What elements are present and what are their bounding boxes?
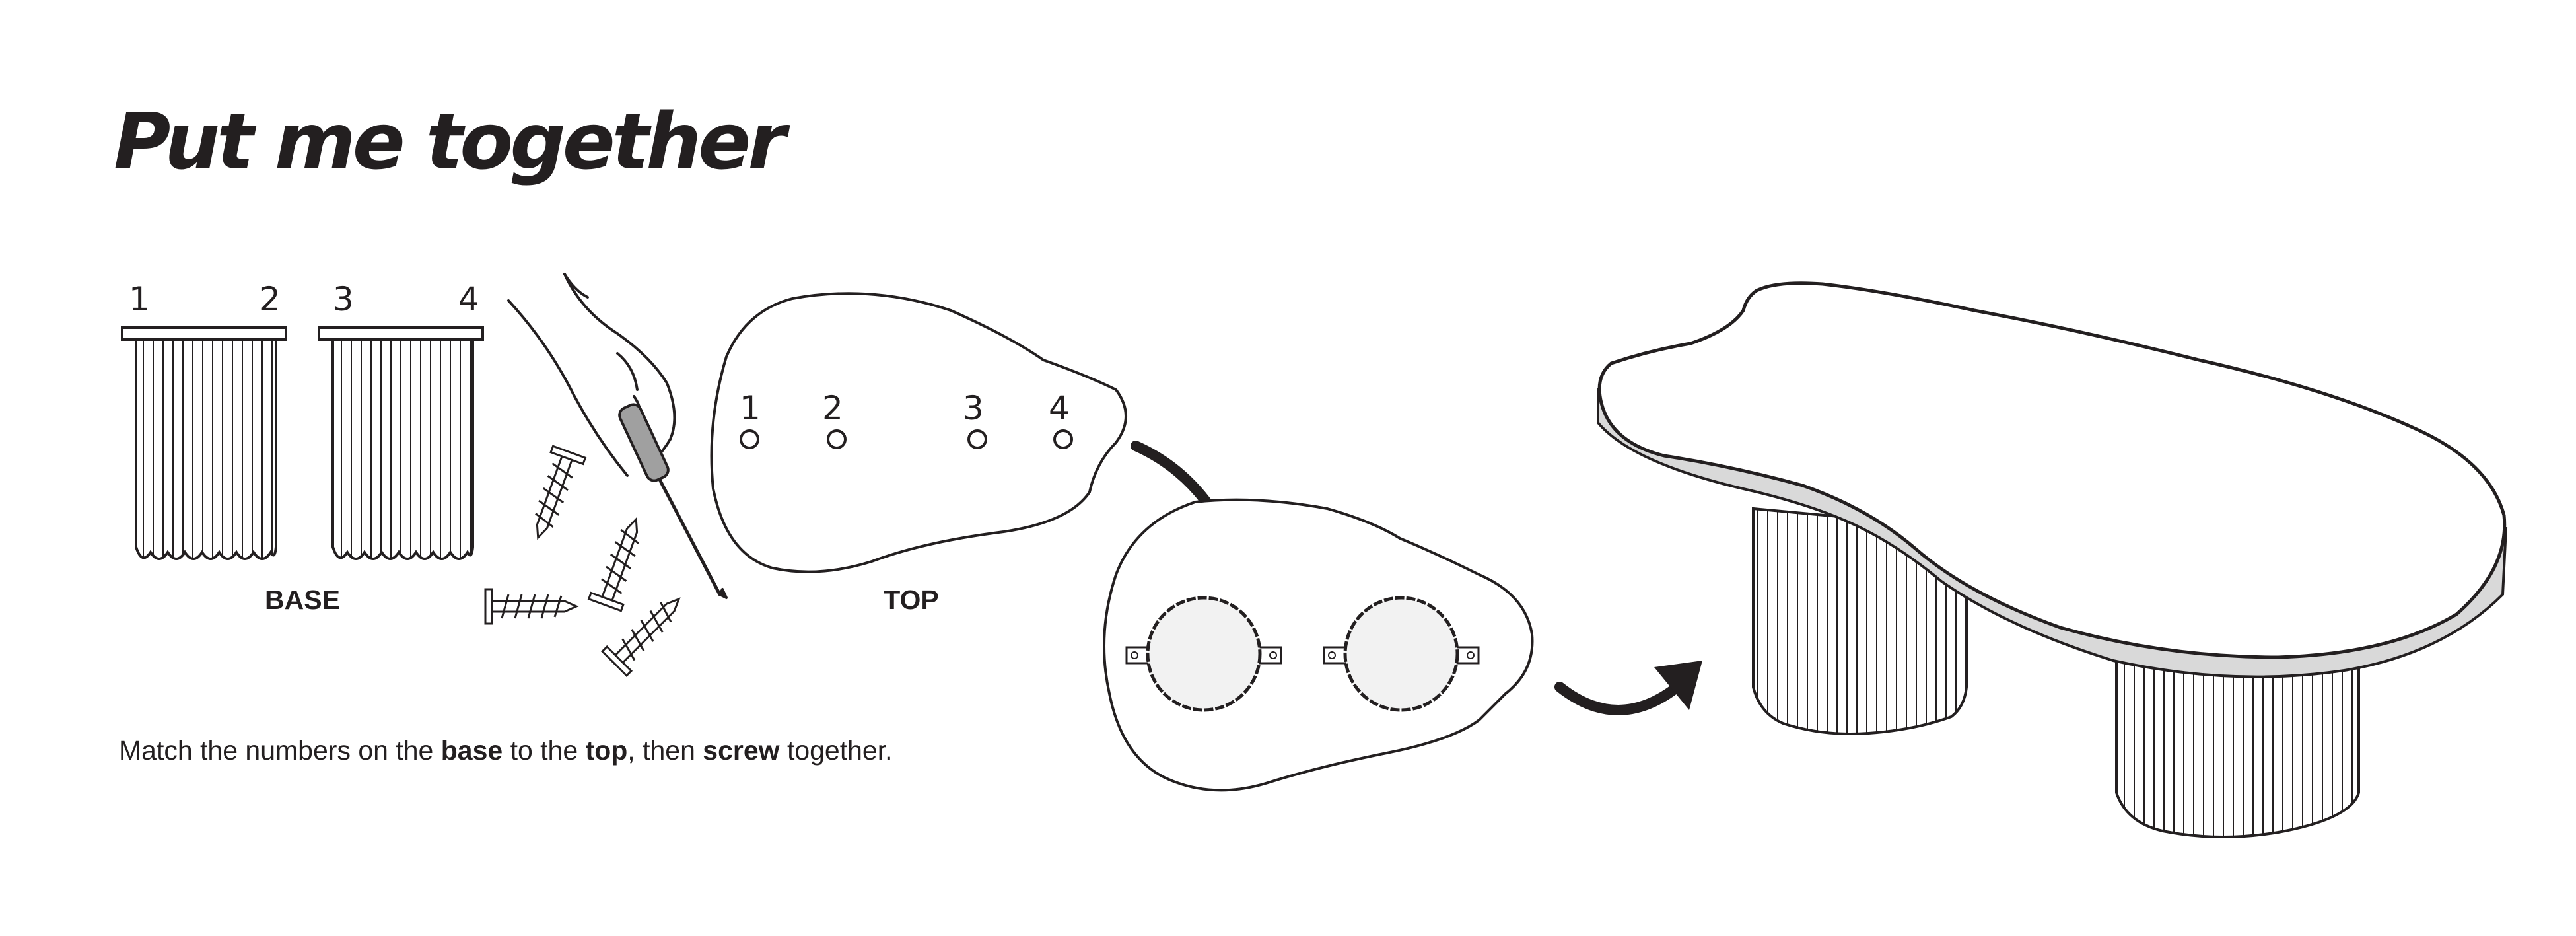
base-number-2: 2 — [260, 280, 281, 318]
top-number-3: 3 — [963, 389, 984, 427]
top-number-2: 2 — [822, 389, 843, 427]
base-piece-left — [122, 328, 286, 559]
instruction-text: Match the numbers on the base to the top… — [119, 735, 893, 766]
instruction-keyword-base: base — [441, 735, 503, 766]
instruction-keyword-top: top — [586, 735, 628, 766]
instruction-part-1: Match the numbers on the — [119, 735, 441, 766]
instruction-part-2: to the — [503, 735, 585, 766]
top-piece — [712, 293, 1127, 571]
top-number-1: 1 — [740, 389, 761, 427]
base-number-3: 3 — [333, 280, 354, 318]
instruction-part-3: , then — [627, 735, 703, 766]
screw-icon-1 — [522, 446, 585, 543]
screw-icon-3 — [485, 589, 576, 624]
instruction-keyword-screw: screw — [703, 735, 779, 766]
top-underside-view — [1104, 500, 1533, 791]
top-number-4: 4 — [1049, 389, 1070, 427]
base-label: BASE — [265, 585, 340, 615]
top-label: TOP — [884, 585, 939, 615]
screw-icon-4 — [602, 587, 691, 676]
base-number-4: 4 — [458, 280, 479, 318]
instruction-part-4: together. — [780, 735, 893, 766]
base-number-1: 1 — [129, 280, 150, 318]
hand-with-screwdriver-icon — [508, 274, 726, 598]
screw-icon-2 — [589, 513, 652, 610]
assembled-table — [1598, 283, 2506, 837]
base-piece-right — [319, 328, 483, 559]
curved-arrow-icon-2 — [1560, 661, 1702, 710]
